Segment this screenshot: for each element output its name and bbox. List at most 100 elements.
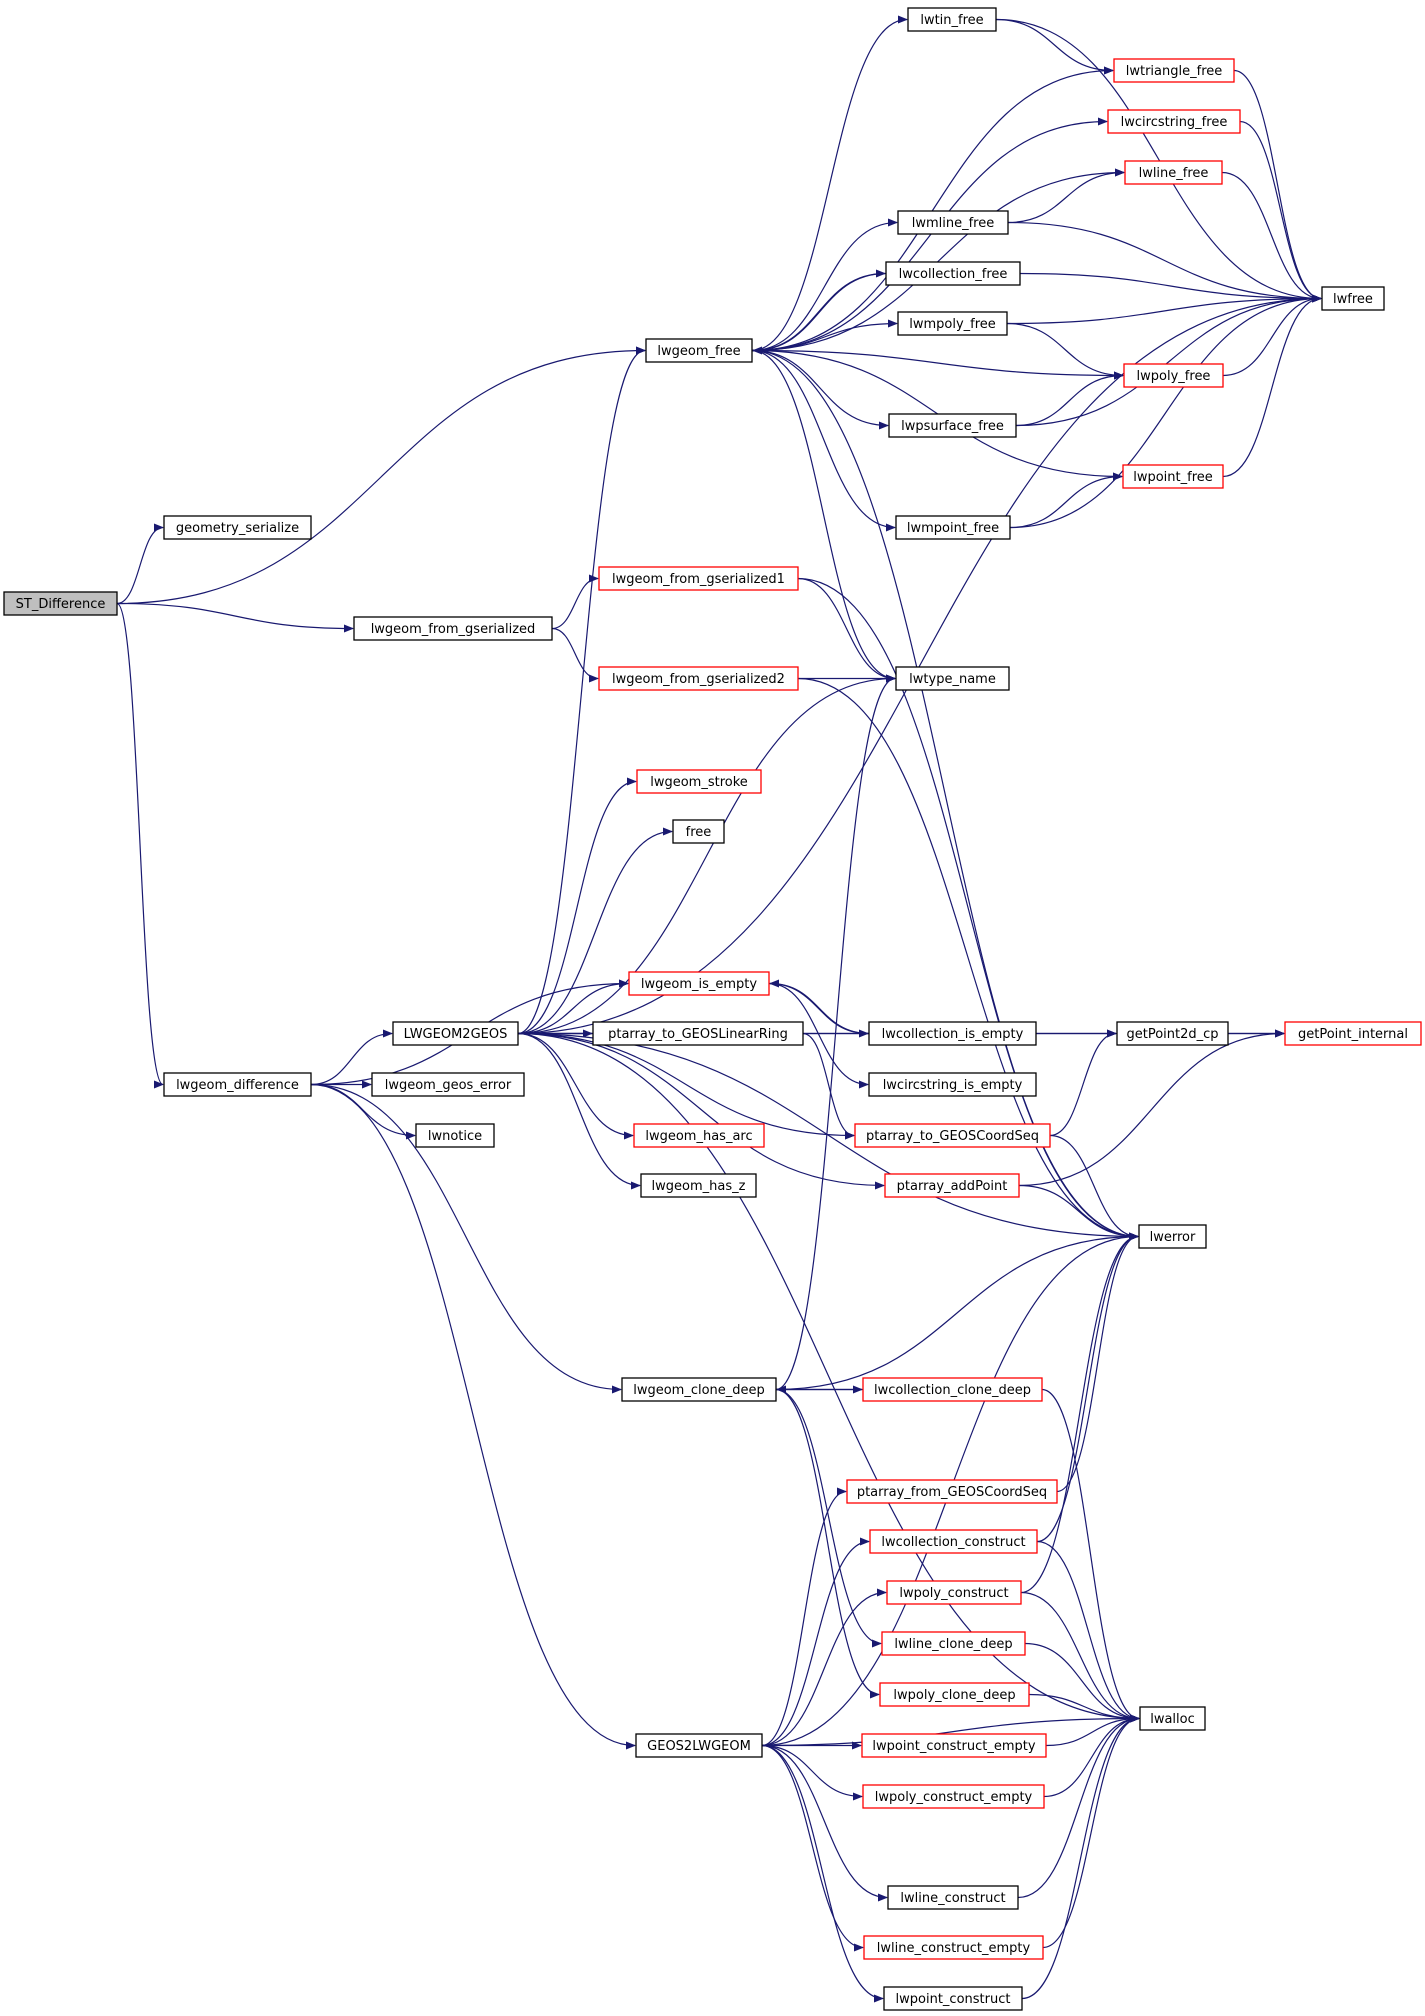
node-lwtin-free[interactable]: lwtin_free	[907, 7, 997, 32]
node-lwgeom-has-arc[interactable]: lwgeom_has_arc	[633, 1123, 765, 1148]
node-box	[628, 971, 770, 996]
node-label: lwmpoly_free	[909, 317, 996, 332]
node-lwcollection-construct[interactable]: lwcollection_construct	[869, 1529, 1038, 1554]
edge-lwgeom2geos-to-lwgeom-has-arc	[517, 1032, 634, 1140]
node-lwcollection-clone-deep[interactable]: lwcollection_clone_deep	[862, 1377, 1043, 1402]
node-lwline-construct-empty[interactable]: lwline_construct_empty	[863, 1935, 1044, 1960]
node-box	[672, 819, 725, 844]
node-ptarray-to-geoslinearring[interactable]: ptarray_to_GEOSLinearRing	[592, 1021, 804, 1046]
node-lwgeom-clone-deep[interactable]: lwgeom_clone_deep	[621, 1377, 777, 1402]
node-getpoint2d-cp[interactable]: getPoint2d_cp	[1116, 1021, 1229, 1046]
node-ptarray-addpoint[interactable]: ptarray_addPoint	[884, 1173, 1020, 1198]
node-label: lwline_construct_empty	[877, 1941, 1031, 1956]
edge-lwpoly-free-to-lwfree	[1222, 294, 1322, 377]
node-box	[636, 769, 762, 794]
node-lwpoint-construct-empty[interactable]: lwpoint_construct_empty	[861, 1733, 1047, 1758]
edge-lwpoly-construct-to-lwalloc	[1020, 1591, 1140, 1723]
node-lwtype-name[interactable]: lwtype_name	[895, 666, 1010, 691]
node-lwmpoint-free[interactable]: lwmpoint_free	[895, 515, 1011, 540]
node-label: lwgeom_from_gserialized	[371, 622, 536, 637]
node-label: lwcircstring_is_empty	[883, 1078, 1023, 1093]
node-lwpsurface-free[interactable]: lwpsurface_free	[888, 413, 1017, 438]
node-lwcircstring-free[interactable]: lwcircstring_free	[1107, 109, 1241, 134]
node-lwmpoly-free[interactable]: lwmpoly_free	[897, 311, 1008, 336]
node-label: lwpoint_construct	[896, 1992, 1011, 2007]
node-box	[868, 1072, 1037, 1097]
node-label: lwgeom_clone_deep	[633, 1383, 765, 1398]
node-label: lwcollection_construct	[881, 1535, 1025, 1550]
node-lwpoly-construct-empty[interactable]: lwpoly_construct_empty	[862, 1784, 1045, 1809]
node-lwerror[interactable]: lwerror	[1138, 1224, 1207, 1249]
edge-lwmpoint-free-to-lwfree	[1009, 294, 1322, 529]
node-ptarray-from-geoscoordseq[interactable]: ptarray_from_GEOSCoordSeq	[846, 1479, 1058, 1504]
node-st-difference[interactable]: ST_Difference	[3, 591, 118, 616]
node-label: getPoint2d_cp	[1126, 1027, 1218, 1042]
node-lwpoly-free[interactable]: lwpoly_free	[1123, 363, 1224, 388]
node-box	[881, 1631, 1026, 1656]
node-lwgeom-difference[interactable]: lwgeom_difference	[163, 1072, 312, 1097]
node-label: LWGEOM2GEOS	[404, 1027, 508, 1042]
node-lwgeom-has-z[interactable]: lwgeom_has_z	[640, 1173, 757, 1198]
node-label: lwgeom_from_gserialized1	[612, 572, 785, 587]
node-lwfree[interactable]: lwfree	[1321, 286, 1385, 311]
node-box	[1321, 286, 1385, 311]
node-lwmline-free[interactable]: lwmline_free	[897, 210, 1009, 235]
node-label: lwtype_name	[909, 672, 996, 687]
edge-lwpsurface-free-to-lwpoly-free	[1015, 371, 1124, 427]
node-geometry-serialize[interactable]: geometry_serialize	[163, 515, 312, 540]
node-ptarray-to-geoscoordseq[interactable]: ptarray_to_GEOSCoordSeq	[854, 1123, 1051, 1148]
node-free[interactable]: free	[672, 819, 725, 844]
node-lwalloc[interactable]: lwalloc	[1139, 1706, 1206, 1731]
node-lwcollection-free[interactable]: lwcollection_free	[885, 261, 1021, 286]
node-label: lwmline_free	[912, 216, 995, 231]
node-lwline-construct[interactable]: lwline_construct	[887, 1885, 1019, 1910]
node-label: lwgeom_from_gserialized2	[612, 672, 785, 687]
node-lwgeom-from-gserialized1[interactable]: lwgeom_from_gserialized1	[598, 566, 799, 591]
node-lwcircstring-is-empty[interactable]: lwcircstring_is_empty	[868, 1072, 1037, 1097]
node-lwpoint-construct[interactable]: lwpoint_construct	[883, 1986, 1023, 2011]
node-lwgeom-is-empty[interactable]: lwgeom_is_empty	[628, 971, 770, 996]
node-lwpoly-clone-deep[interactable]: lwpoly_clone_deep	[879, 1682, 1030, 1707]
edge-lwtin-free-to-lwfree	[995, 18, 1322, 303]
edge-lwgeom-difference-to-lwgeom-clone-deep	[310, 1083, 622, 1394]
node-lwtriangle-free[interactable]: lwtriangle_free	[1113, 58, 1235, 83]
node-label: lwtin_free	[920, 13, 983, 28]
node-lwgeom-geos-error[interactable]: lwgeom_geos_error	[371, 1072, 525, 1097]
edge-lwpoly-construct-empty-to-lwalloc	[1043, 1714, 1140, 1798]
edge-lwcircstring-free-to-lwfree	[1239, 120, 1322, 303]
edge-ptarray-addpoint-to-lwerror	[1018, 1184, 1139, 1241]
edge-lwgeom-free-to-lwcircstring-free	[751, 117, 1108, 352]
edge-ptarray-from-geoscoordseq-to-lwerror	[1056, 1232, 1139, 1493]
node-box	[907, 7, 997, 32]
node-lwpoly-construct[interactable]: lwpoly_construct	[886, 1580, 1022, 1605]
edge-lwgeom-free-to-lwmpoint-free	[751, 349, 896, 532]
node-geos2lwgeom[interactable]: GEOS2LWGEOM	[635, 1733, 763, 1758]
node-label: lwcollection_free	[899, 267, 1008, 282]
node-label: lwpoly_construct_empty	[875, 1790, 1033, 1805]
node-label: lwcircstring_free	[1121, 115, 1228, 130]
node-box	[353, 616, 553, 641]
node-lwpoint-free[interactable]: lwpoint_free	[1122, 464, 1224, 489]
node-lwgeom2geos[interactable]: LWGEOM2GEOS	[392, 1021, 519, 1046]
node-label: getPoint_internal	[1298, 1027, 1408, 1042]
node-box	[1123, 363, 1224, 388]
node-lwline-clone-deep[interactable]: lwline_clone_deep	[881, 1631, 1026, 1656]
node-lwline-free[interactable]: lwline_free	[1124, 160, 1223, 185]
edge-lwgeom-difference-to-geos2lwgeom	[310, 1083, 636, 1750]
node-lwgeom-from-gserialized2[interactable]: lwgeom_from_gserialized2	[598, 666, 799, 691]
node-label: lwpsurface_free	[901, 419, 1004, 434]
node-lwgeom-stroke[interactable]: lwgeom_stroke	[636, 769, 762, 794]
edge-geos2lwgeom-to-lwline-construct	[761, 1744, 888, 1902]
edge-lwpoly-construct-to-lwerror	[1020, 1232, 1139, 1594]
node-lwnotice[interactable]: lwnotice	[415, 1123, 495, 1148]
edge-lwmpoly-free-to-lwfree	[1006, 294, 1322, 325]
edge-lwpoint-construct-empty-to-lwalloc	[1045, 1714, 1140, 1747]
node-lwgeom-from-gserialized[interactable]: lwgeom_from_gserialized	[353, 616, 553, 641]
node-lwgeom-free[interactable]: lwgeom_free	[645, 338, 753, 363]
node-getpoint-internal[interactable]: getPoint_internal	[1284, 1021, 1422, 1046]
node-box	[598, 666, 799, 691]
node-lwcollection-is-empty[interactable]: lwcollection_is_empty	[868, 1021, 1037, 1046]
node-box	[868, 1021, 1037, 1046]
node-label: ptarray_addPoint	[897, 1179, 1008, 1194]
